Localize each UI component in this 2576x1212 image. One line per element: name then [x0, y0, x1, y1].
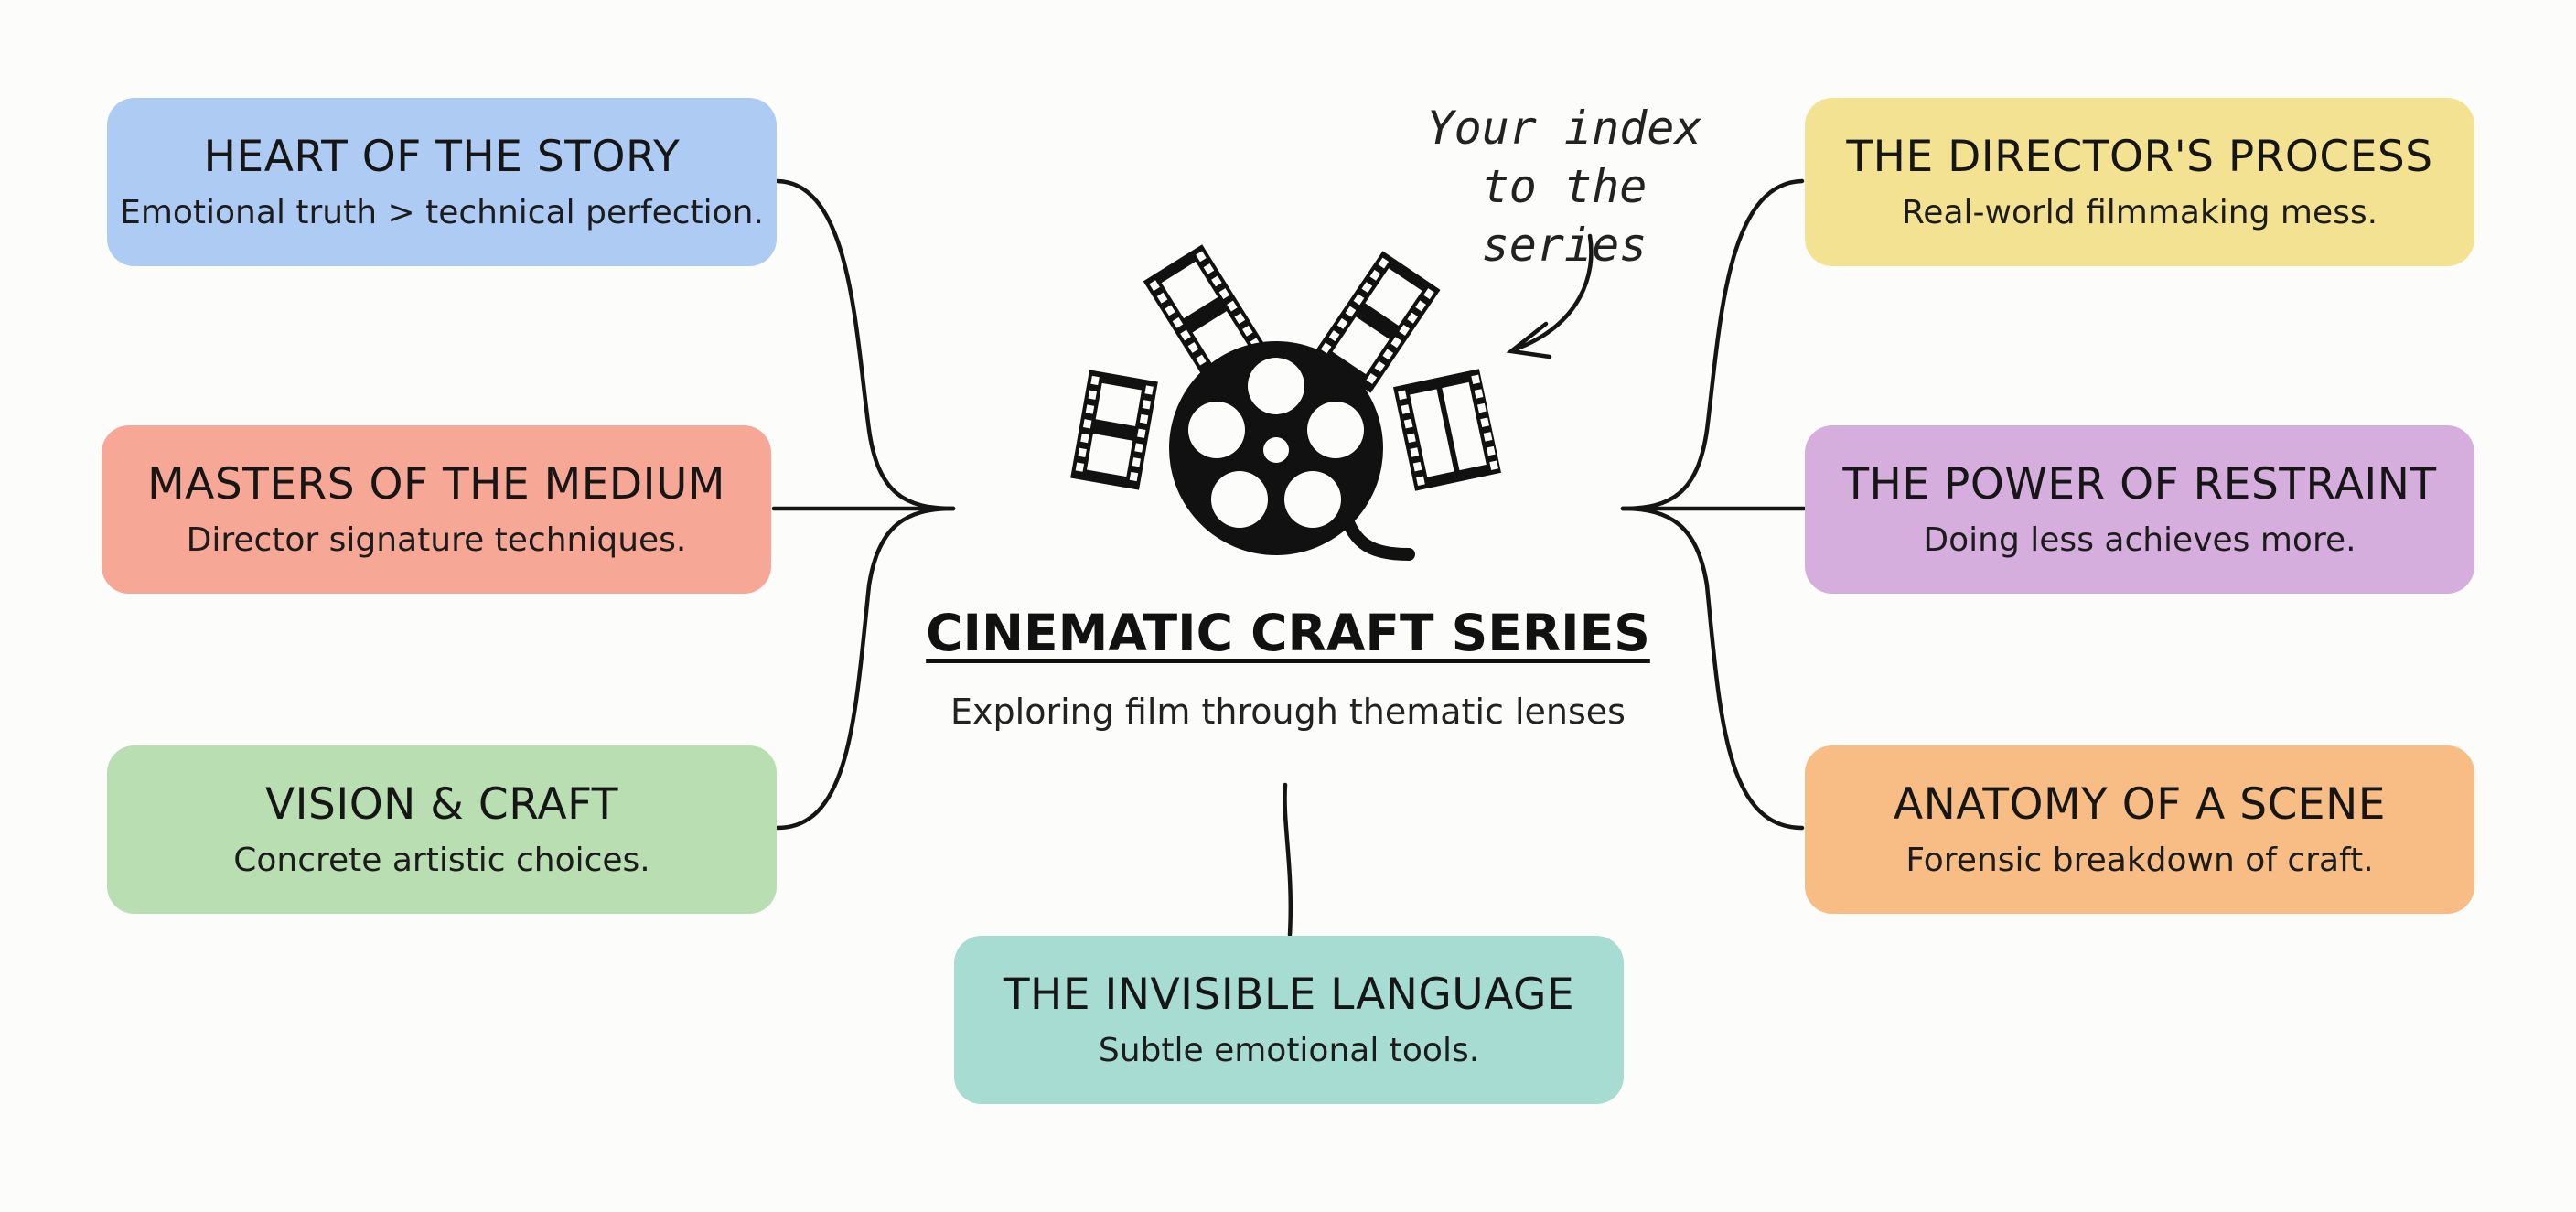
card-title: HEART OF THE STORY [203, 132, 681, 183]
center-title: CINEMATIC CRAFT SERIES [926, 604, 1650, 662]
card-masters-of-the-medium[interactable]: MASTERS OF THE MEDIUM Director signature… [102, 425, 771, 594]
film-strip-right [1392, 369, 1502, 491]
annotation-arrow [1512, 233, 1594, 352]
card-subtitle: Concrete artistic choices. [233, 841, 650, 879]
connector-vision [775, 506, 956, 831]
card-title: ANATOMY OF A SCENE [1894, 779, 2386, 831]
card-the-power-of-restraint[interactable]: THE POWER OF RESTRAINT Doing less achiev… [1805, 425, 2474, 594]
center-subtitle: Exploring film through thematic lenses [950, 692, 1626, 732]
card-subtitle: Emotional truth > technical perfection. [120, 193, 764, 231]
card-title: THE INVISIBLE LANGUAGE [1003, 970, 1575, 1021]
annotation-note: Your index to the series [1409, 99, 1720, 274]
connector-invisible [1283, 782, 1293, 938]
card-subtitle: Subtle emotional tools. [1098, 1031, 1480, 1069]
card-heart-of-the-story[interactable]: HEART OF THE STORY Emotional truth > tec… [107, 98, 777, 266]
film-reel-icon [1070, 244, 1502, 561]
card-anatomy-of-a-scene[interactable]: ANATOMY OF A SCENE Forensic breakdown of… [1805, 745, 2474, 914]
card-subtitle: Forensic breakdown of craft. [1905, 841, 2374, 879]
annotation-arrowhead [1506, 321, 1552, 359]
card-title: VISION & CRAFT [264, 779, 619, 831]
connector-anatomy [1620, 506, 1805, 831]
card-title: MASTERS OF THE MEDIUM [147, 459, 725, 510]
card-vision-and-craft[interactable]: VISION & CRAFT Concrete artistic choices… [107, 745, 777, 914]
card-subtitle: Real-world filmmaking mess. [1901, 193, 2378, 231]
film-strip-left [1070, 370, 1158, 490]
annotation-line-1: Your index [1426, 102, 1702, 155]
card-title: THE DIRECTOR'S PROCESS [1846, 132, 2433, 183]
card-subtitle: Director signature techniques. [186, 520, 687, 559]
connector-heart [775, 178, 956, 511]
film-strip-top-right [1313, 251, 1441, 393]
card-the-invisible-language[interactable]: THE INVISIBLE LANGUAGE Subtle emotional … [954, 936, 1624, 1104]
annotation-line-2: to the series [1481, 160, 1648, 272]
card-the-directors-process[interactable]: THE DIRECTOR'S PROCESS Real-world filmma… [1805, 98, 2474, 266]
connector-process [1620, 178, 1805, 511]
card-title: THE POWER OF RESTRAINT [1842, 459, 2437, 510]
card-subtitle: Doing less achieves more. [1923, 520, 2356, 559]
